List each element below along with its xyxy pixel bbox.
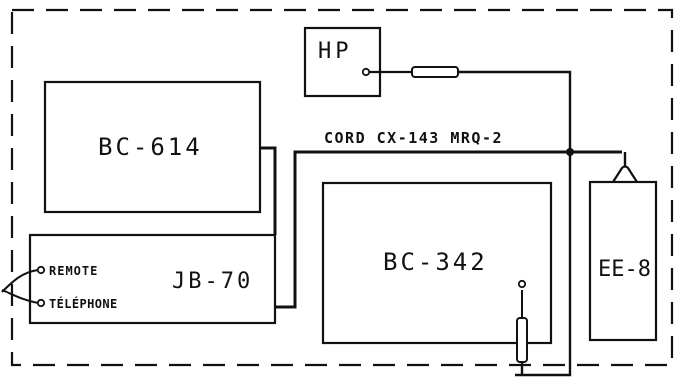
- bc342-label: BC-342: [383, 248, 488, 276]
- ee8-label: EE-8: [598, 257, 651, 282]
- hp-label: HP: [318, 39, 353, 64]
- telephone-label: TÉLÉPHONE: [49, 296, 118, 311]
- bc342-plug: [516, 317, 528, 363]
- hp-jack: [361, 67, 371, 77]
- jb70-label: JB-70: [172, 269, 253, 294]
- telephone-terminal: [36, 298, 46, 308]
- bc614-box: [43, 80, 262, 214]
- bc614-jb70-cable: [260, 146, 277, 235]
- ee8-connector: [612, 165, 638, 183]
- remote-wire: [1, 269, 39, 293]
- hp-box: [303, 26, 382, 98]
- remote-label: REMOTE: [49, 264, 98, 278]
- ee8-box: [588, 180, 658, 342]
- jb70-box: [28, 233, 277, 325]
- enclosure-boundary: [10, 8, 674, 367]
- bc614-label: BC-614: [98, 133, 203, 161]
- bc342-jack: [517, 279, 527, 289]
- hp-plug: [411, 66, 459, 78]
- cord-junction: [566, 148, 574, 156]
- cord-label: CORD CX-143 MRQ-2: [324, 129, 503, 147]
- hp-feed-line: [458, 70, 572, 377]
- bc342-box: [321, 181, 553, 345]
- remote-terminal: [36, 265, 46, 275]
- jb70-cord-line: [275, 150, 570, 309]
- telephone-wire: [1, 289, 39, 304]
